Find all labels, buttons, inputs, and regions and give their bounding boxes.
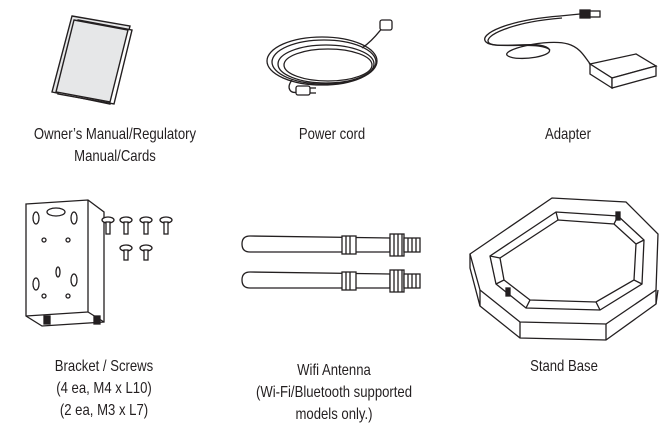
bracket-caption-line-1: Bracket / Screws bbox=[54, 358, 154, 375]
power-cord-caption: Power cord bbox=[250, 124, 414, 146]
antenna-caption: Wifi Antenna (Wi-Fi/Bluetooth supported … bbox=[244, 360, 424, 426]
antenna-caption-line-2: (Wi-Fi/Bluetooth supported bbox=[255, 384, 413, 401]
manual-caption-line-1: Owner’s Manual/Regulatory bbox=[33, 126, 197, 143]
adapter-caption-line-1: Adapter bbox=[545, 126, 591, 143]
manual-caption-line-2: Manual/Cards bbox=[74, 148, 156, 165]
antenna-caption-line-1: Wifi Antenna bbox=[297, 362, 371, 379]
power-cord-caption-line-1: Power cord bbox=[298, 126, 366, 143]
power-cord-icon bbox=[262, 18, 402, 98]
antenna-caption-line-3: models only.) bbox=[295, 406, 373, 423]
bracket-caption-line-3: (2 ea, M3 x L7) bbox=[59, 402, 149, 419]
manual-cards-icon bbox=[51, 15, 142, 106]
manual-caption: Owner’s Manual/Regulatory Manual/Cards bbox=[21, 124, 210, 168]
stand-caption: Stand Base bbox=[482, 356, 646, 378]
adapter-icon bbox=[478, 8, 663, 90]
stand-caption-line-1: Stand Base bbox=[530, 358, 598, 375]
bracket-screws-icon bbox=[22, 199, 182, 332]
stand-base-icon bbox=[466, 194, 662, 341]
adapter-caption: Adapter bbox=[486, 124, 650, 146]
bracket-caption: Bracket / Screws (4 ea, M4 x L10) (2 ea,… bbox=[22, 356, 186, 422]
wifi-antenna-icon bbox=[240, 230, 424, 296]
bracket-caption-line-2: (4 ea, M4 x L10) bbox=[56, 380, 152, 397]
